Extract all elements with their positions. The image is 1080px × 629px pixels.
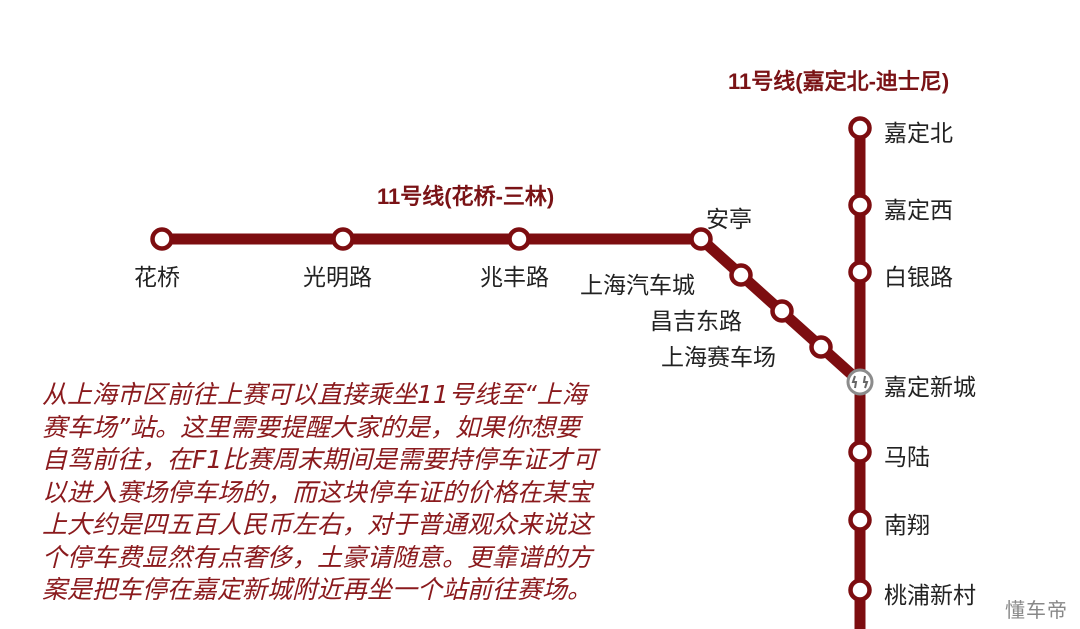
west-branch-title: 11号线(花桥-三林) xyxy=(377,184,555,209)
station-label-jiadingxincheng: 嘉定新城 xyxy=(884,375,976,401)
station-node-anting xyxy=(689,227,713,251)
station-node-zhaofenglu xyxy=(507,227,531,251)
station-label-malu: 马陆 xyxy=(884,445,930,471)
description-line: 从上海市区前往上赛可以直接乘坐11号线至“上海 xyxy=(42,380,587,409)
interchange-icon xyxy=(846,368,874,396)
station-label-jiadingxi: 嘉定西 xyxy=(884,198,953,224)
station-node-jiadingbei xyxy=(848,116,872,140)
description-line: 赛车场”站。这里需要提醒大家的是，如果你想要 xyxy=(42,412,580,442)
station-node-shanghai-auto-city xyxy=(729,263,753,287)
station-node-taopuxincun xyxy=(848,578,872,602)
station-node-malu xyxy=(848,440,872,464)
station-label-guangminglu: 光明路 xyxy=(303,265,372,291)
watermark: 懂车帝 xyxy=(1005,598,1068,622)
station-node-jiadingxi xyxy=(848,193,872,217)
station-node-shanghai-circuit xyxy=(809,335,833,359)
station-label-jiadingbei: 嘉定北 xyxy=(884,121,953,147)
station-node-guangminglu xyxy=(331,227,355,251)
station-label-huaqiao: 花桥 xyxy=(134,265,180,291)
description-text: 从上海市区前往上赛可以直接乘坐11号线至“上海 赛车场”站。这里需要提醒大家的是… xyxy=(42,379,722,607)
description-line: 上大约是四五百人民币左右，对于普通观众来说这 xyxy=(42,510,593,539)
description-line: 案是把车停在嘉定新城附近再坐一个站前往赛场。 xyxy=(42,575,593,604)
station-label-taopuxincun: 桃浦新村 xyxy=(884,583,976,609)
station-node-baiyinlu xyxy=(848,260,872,284)
station-label-baiyinlu: 白银路 xyxy=(884,265,953,291)
station-nodes xyxy=(150,116,872,602)
description-line: 自驾前往，在F1比赛周末期间是需要持停车证才可 xyxy=(42,445,598,474)
station-label-anting: 安亭 xyxy=(706,207,752,233)
station-label-shanghai-circuit: 上海赛车场 xyxy=(661,345,776,371)
description-line: 以进入赛场停车场的，而这块停车证的价格在某宝 xyxy=(42,477,593,507)
station-node-huaqiao xyxy=(150,227,174,251)
station-node-nanxiang xyxy=(848,508,872,532)
description-line: 个停车费显然有点奢侈，土豪请随意。更靠谱的方 xyxy=(42,542,593,572)
station-label-shanghai-auto-city: 上海汽车城 xyxy=(580,273,695,299)
station-label-nanxiang: 南翔 xyxy=(884,513,930,539)
station-node-changjidonglu xyxy=(770,299,794,323)
station-label-zhaofenglu: 兆丰路 xyxy=(480,265,549,291)
north-branch-title: 11号线(嘉定北-迪士尼) xyxy=(728,69,950,94)
station-label-changjidonglu: 昌吉东路 xyxy=(650,309,742,335)
